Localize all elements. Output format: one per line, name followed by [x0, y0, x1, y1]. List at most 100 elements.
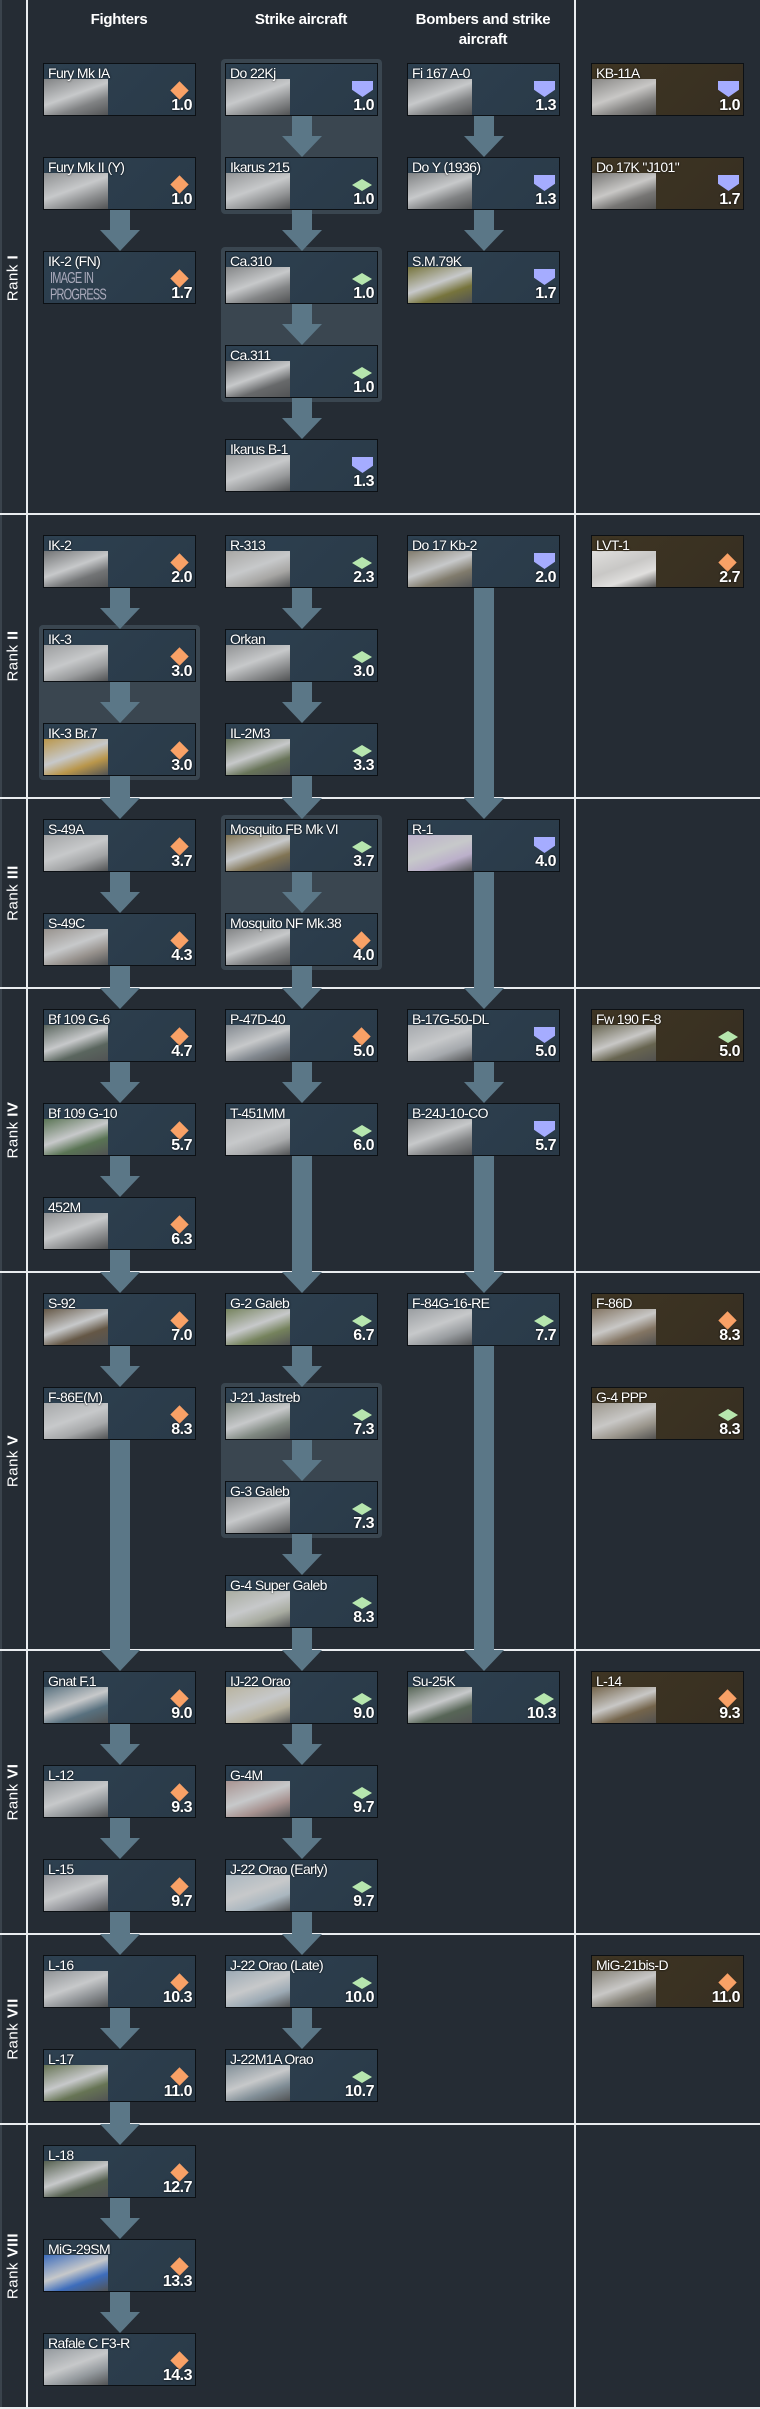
rank-numeral: I [4, 254, 22, 260]
vehicle-card[interactable]: Do Y (1936)1.3 [407, 157, 560, 210]
rank-numeral: II [4, 630, 22, 640]
arrow-shaft [291, 1156, 312, 1272]
vehicle-card[interactable]: Fury Mk II (Y)1.0 [43, 157, 196, 210]
bomber-class-icon [534, 175, 555, 191]
arrow-head-icon [99, 230, 140, 251]
attacker-class-icon [352, 1503, 372, 1515]
vehicle-thumbnail [226, 929, 290, 965]
battle-rating: 9.7 [353, 1799, 374, 1816]
vehicle-card[interactable]: J-22 Orao (Late)10.0 [225, 1955, 378, 2008]
arrow-head-icon [99, 608, 140, 629]
vehicle-card[interactable]: Do 17K "J101"1.7 [591, 157, 744, 210]
arrow-head-icon [99, 702, 140, 723]
arrow-shaft [291, 966, 312, 988]
arrow-shaft [473, 1156, 494, 1272]
vehicle-name: Fw 190 F-8 [596, 1011, 661, 1027]
bomber-class-icon [534, 1121, 555, 1137]
arrow-head-icon [99, 1934, 140, 1955]
arrow-shaft [291, 1912, 312, 1934]
arrow-head-icon [281, 608, 322, 629]
battle-rating: 10.3 [162, 1989, 193, 2006]
vehicle-thumbnail [408, 551, 472, 587]
battle-rating: 10.3 [526, 1705, 557, 1722]
vehicle-card[interactable]: F-86E(M)8.3 [43, 1387, 196, 1440]
arrow-head-icon [99, 1272, 140, 1293]
vehicle-card[interactable]: J-22 Orao (Early)9.7 [225, 1859, 378, 1912]
arrow-shaft [473, 1062, 494, 1082]
attacker-class-icon [352, 1977, 372, 1989]
arrow-head-icon [281, 798, 322, 819]
attacker-class-icon [534, 1315, 554, 1327]
vehicle-thumbnail [592, 1403, 656, 1439]
rank-prefix: Rank [4, 883, 22, 921]
vehicle-name: L-15 [48, 1861, 74, 1877]
vehicle-thumbnail [226, 1119, 290, 1155]
arrow-head-icon [99, 1366, 140, 1387]
arrow-shaft [291, 1062, 312, 1082]
battle-rating: 3.0 [353, 663, 374, 680]
arrow-shaft [291, 210, 312, 230]
vehicle-name: S-49A [48, 821, 85, 837]
rank-separator [0, 2407, 760, 2409]
vehicle-name: F-86D [596, 1295, 633, 1311]
arrow-head-icon [99, 2218, 140, 2239]
arrow-shaft [109, 2198, 130, 2218]
battle-rating: 5.7 [535, 1137, 556, 1154]
battle-rating: 4.0 [535, 853, 556, 870]
